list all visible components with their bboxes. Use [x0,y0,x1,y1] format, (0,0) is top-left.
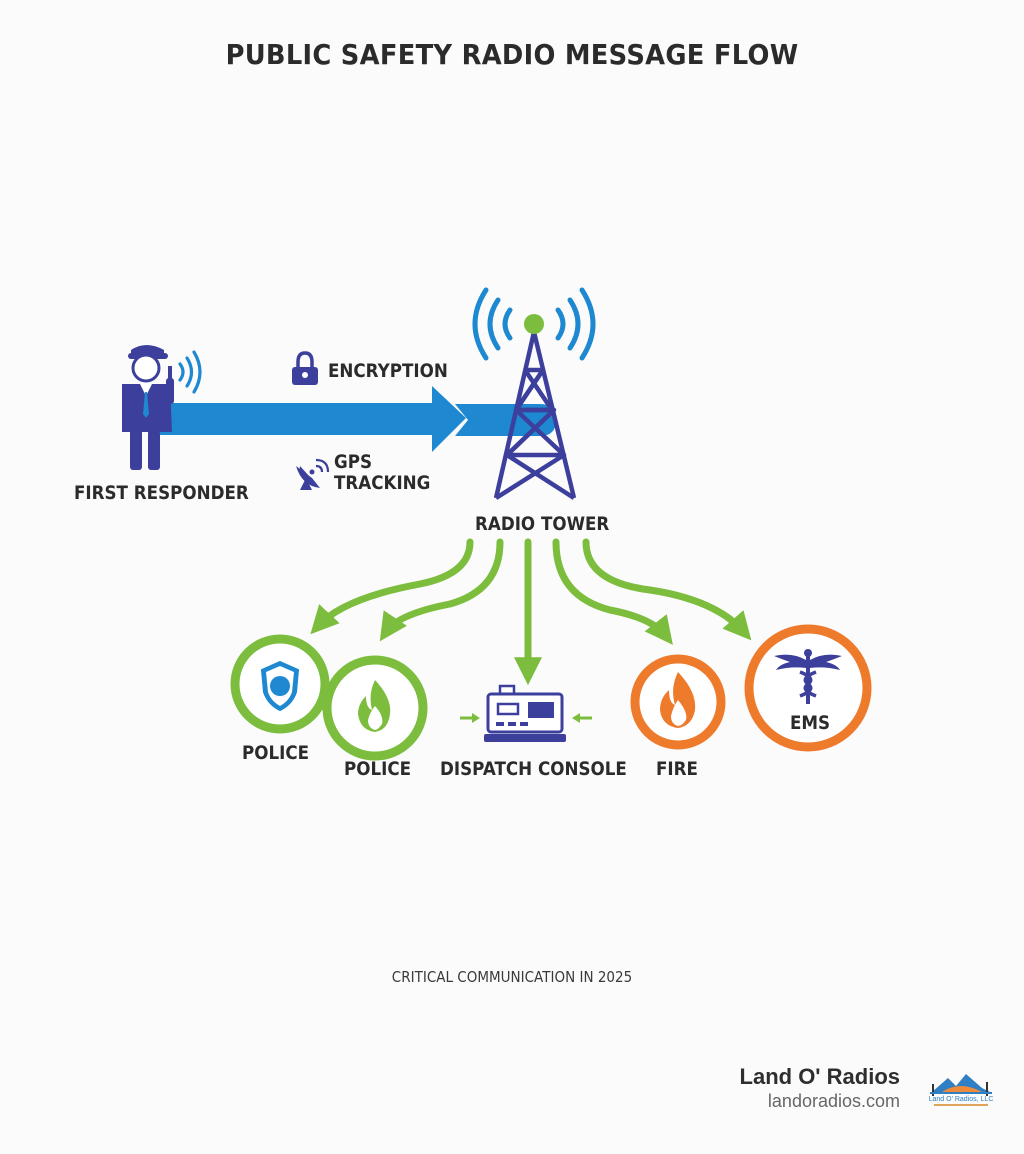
satellite-dish-icon [296,458,330,490]
caption: CRITICAL COMMUNICATION IN 2025 [391,968,633,986]
lock-icon [292,351,318,385]
ems-label: EMS [790,712,831,734]
flame-icon [660,672,696,728]
console-input-arrows [460,713,592,723]
brand-name: Land O' Radios [739,1064,900,1089]
person-icon [122,345,174,470]
fire-node-icon [630,654,726,750]
caduceus-icon [774,649,842,704]
distribution-arrows [310,538,752,686]
logo-text: Land O' Radios, LLC [929,1096,994,1103]
fire-label: FIRE [656,758,698,780]
dispatch-console-label: DISPATCH CONSOLE [440,758,627,780]
police-node-icon [230,634,330,734]
diagram-title: PUBLIC SAFETY RADIO MESSAGE FLOW [225,38,799,71]
gps-label-line1: GPS [334,451,373,473]
gps-label-line2: TRACKING [334,472,431,494]
ems-node-icon [744,624,872,752]
first-responder-label: FIRST RESPONDER [74,482,249,504]
gps-label: GPS TRACKING [334,452,430,494]
brand-url[interactable]: landoradios.com [767,1091,900,1111]
radio-tower-label: RADIO TOWER [475,513,610,535]
encryption-label: ENCRYPTION [328,360,448,382]
police-label-2: POLICE [344,758,412,780]
police-flame-node-icon [322,655,428,761]
transmission-arrow [160,386,556,452]
console-icon [484,684,566,742]
police-label-1: POLICE [242,742,310,764]
logo-icon: Land O' Radios, LLC [929,1074,994,1106]
radio-waves-icon [178,350,202,394]
tower-icon [472,287,596,500]
